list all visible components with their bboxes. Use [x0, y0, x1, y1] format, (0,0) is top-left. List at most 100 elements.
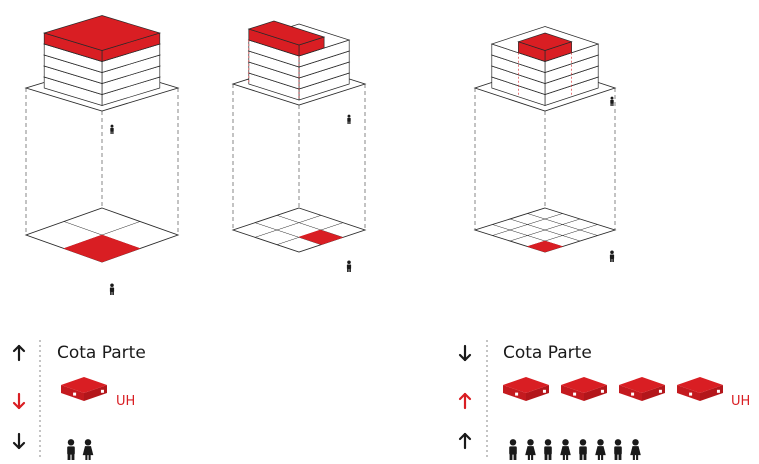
person-icon — [630, 446, 641, 456]
housing-unit-icon-window — [600, 389, 604, 393]
person-icon — [597, 454, 600, 460]
scenario-1-person-icon — [109, 287, 115, 293]
person-icon — [88, 454, 91, 460]
scenario-1-person-icon — [110, 291, 112, 295]
scenario-2-housing-unit-top — [247, 20, 326, 46]
scenario-1-person-icon — [110, 283, 114, 288]
housing-unit-icon — [503, 377, 549, 401]
housing-unit-icon-side — [561, 385, 584, 401]
person-icon — [67, 454, 71, 460]
scenario-2-person-icon — [347, 268, 349, 272]
legend-right-cota-parte-arrow-down-icon — [458, 344, 472, 362]
housing-unit-icon-side — [700, 385, 723, 401]
scenario-2-ground-grid-line — [276, 215, 344, 238]
person-icon — [597, 439, 604, 446]
scenario-3-person-icon — [610, 250, 614, 255]
person-icon — [509, 439, 517, 446]
scenario-3-person-icon — [610, 99, 614, 104]
scenario-3-owned-fraction — [526, 240, 564, 253]
housing-unit-icon — [61, 377, 107, 401]
scenario-2-person-icon — [347, 121, 349, 124]
person-icon — [579, 446, 587, 455]
person-icon — [82, 446, 94, 456]
legend-right-people-arrow-up-icon — [458, 432, 472, 450]
housing-unit-icon-side — [677, 385, 700, 401]
person-icon — [85, 454, 88, 460]
legend-icons — [12, 340, 723, 460]
scenario-2-owned-fraction — [298, 229, 344, 245]
housing-unit-icon — [561, 377, 607, 401]
housing-unit-icon-window — [100, 389, 104, 393]
person-icon — [601, 454, 604, 460]
scenario-3-person-icon — [609, 254, 615, 260]
scenario-2-person-icon — [349, 121, 351, 124]
person-icon — [509, 446, 517, 455]
scenario-2-person-icon — [347, 117, 351, 122]
housing-unit-icon-side — [584, 385, 607, 401]
person-icon — [67, 446, 75, 455]
person-icon — [579, 439, 587, 446]
person-icon — [531, 454, 534, 460]
legend-left-cota-parte-arrow-up-icon — [12, 344, 26, 362]
person-icon — [544, 454, 548, 460]
person-icon — [579, 454, 583, 460]
housing-unit-icon-top — [503, 377, 549, 393]
housing-unit-icon-side — [84, 385, 107, 401]
scenario-2-ground-grid-line — [254, 215, 322, 238]
housing-unit-icon-window — [515, 392, 519, 396]
housing-unit-icon-window — [73, 392, 77, 396]
person-icon — [527, 439, 534, 446]
scenario-2-ground-grid-line — [254, 222, 322, 245]
person-icon — [632, 439, 639, 446]
housing-unit-icon-window — [542, 389, 546, 393]
scenario-1-person-icon — [110, 124, 114, 128]
scenario-3-person-icon — [610, 258, 612, 262]
housing-unit-icon-window — [689, 392, 693, 396]
legend-right-uh-label: UH — [731, 394, 751, 409]
person-icon — [84, 439, 92, 446]
housing-unit-icon-window — [631, 392, 635, 396]
person-icon — [527, 454, 530, 460]
housing-unit-icon-side — [526, 385, 549, 401]
scenarios — [24, 15, 617, 295]
legend-right-cota-parte-label: Cota Parte — [503, 343, 592, 363]
person-icon — [67, 439, 75, 446]
person-icon — [636, 454, 639, 460]
scenario-1-person-icon — [110, 127, 114, 132]
legend-left-units-arrow-down-icon — [12, 392, 26, 410]
person-icon — [562, 439, 569, 446]
scenario-2-person-icon — [347, 114, 351, 118]
housing-unit-icon — [677, 377, 723, 401]
person-icon — [583, 454, 587, 460]
housing-unit-icon-window — [658, 389, 662, 393]
scenario-3-person-icon — [610, 96, 614, 100]
scenario-3-person-icon — [612, 103, 614, 106]
housing-unit-icon-side — [642, 385, 665, 401]
scenario-2 — [231, 20, 367, 272]
scenario-3-person-icon — [612, 258, 614, 262]
person-icon — [595, 446, 606, 456]
housing-unit-icon-top — [561, 377, 607, 393]
legend-left-cota-parte-label: Cota Parte — [57, 343, 146, 363]
housing-unit-icon-side — [61, 385, 84, 401]
scenario-2-person-icon — [349, 268, 351, 272]
housing-unit-icon-window — [716, 389, 720, 393]
person-icon — [548, 454, 552, 460]
person-icon — [618, 454, 622, 460]
person-icon — [566, 454, 569, 460]
scenario-3-ground-grid-line — [509, 218, 581, 242]
person-icon — [632, 454, 635, 460]
scenario-1 — [24, 15, 180, 295]
housing-unit-icon-top — [61, 377, 107, 393]
scenario-1-person-icon — [112, 131, 114, 134]
person-icon — [509, 454, 513, 460]
housing-unit-icon-top — [619, 377, 665, 393]
scenario-1-owned-fraction — [63, 234, 141, 263]
legend-right-units-arrow-up-icon — [458, 392, 472, 410]
person-icon — [544, 446, 552, 455]
person-icon — [560, 446, 571, 456]
person-icon — [71, 454, 75, 460]
scenario-1-housing-unit-top — [42, 15, 162, 51]
legend-left-uh-label: UH — [116, 394, 136, 409]
